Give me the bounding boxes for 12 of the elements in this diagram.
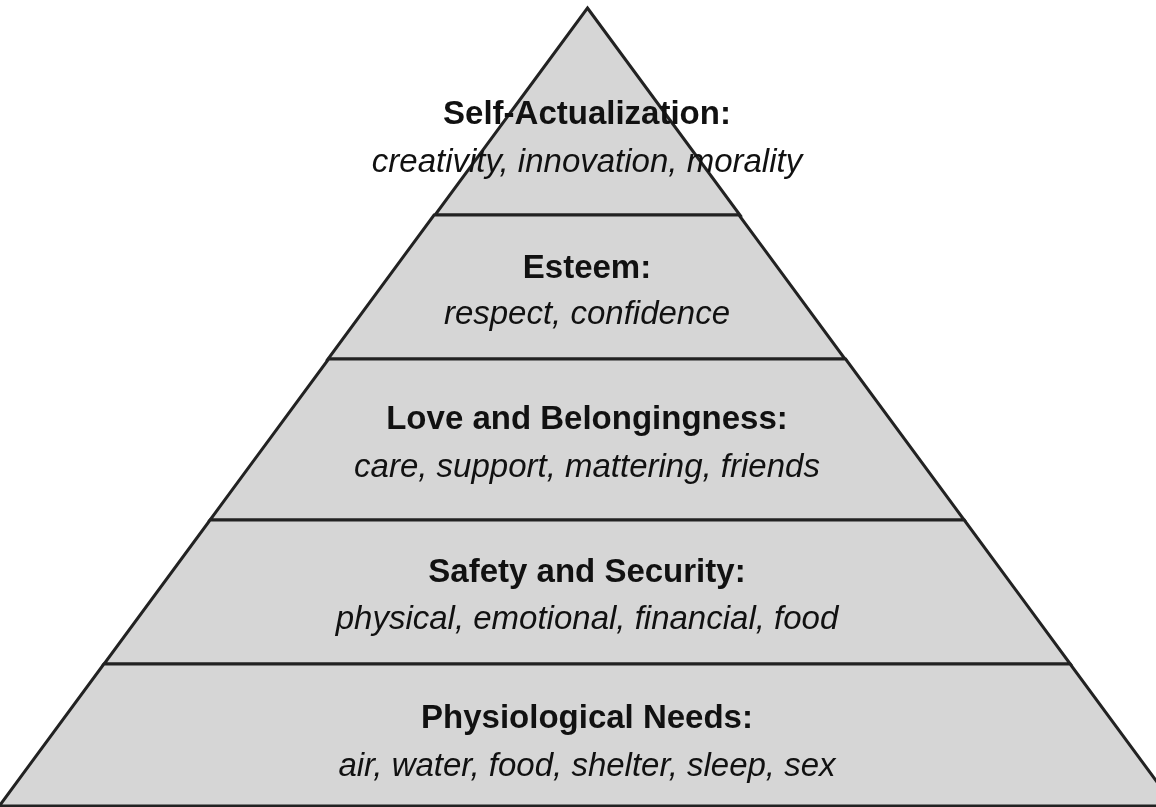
level-examples: air, water, food, shelter, sleep, sex — [338, 748, 836, 781]
level-title: Love and Belongingness: — [386, 401, 788, 434]
pyramid-level — [328, 215, 846, 359]
pyramid-level — [0, 664, 1156, 806]
level-title: Safety and Security: — [428, 554, 746, 587]
level-examples: physical, emotional, financial, food — [335, 601, 839, 634]
level-title: Physiological Needs: — [421, 700, 753, 733]
level-examples: respect, confidence — [443, 296, 731, 329]
level-examples: care, support, mattering, friends — [354, 449, 820, 482]
pyramid-level — [209, 359, 965, 520]
level-title: Esteem: — [522, 250, 652, 283]
pyramid-level — [103, 520, 1071, 664]
